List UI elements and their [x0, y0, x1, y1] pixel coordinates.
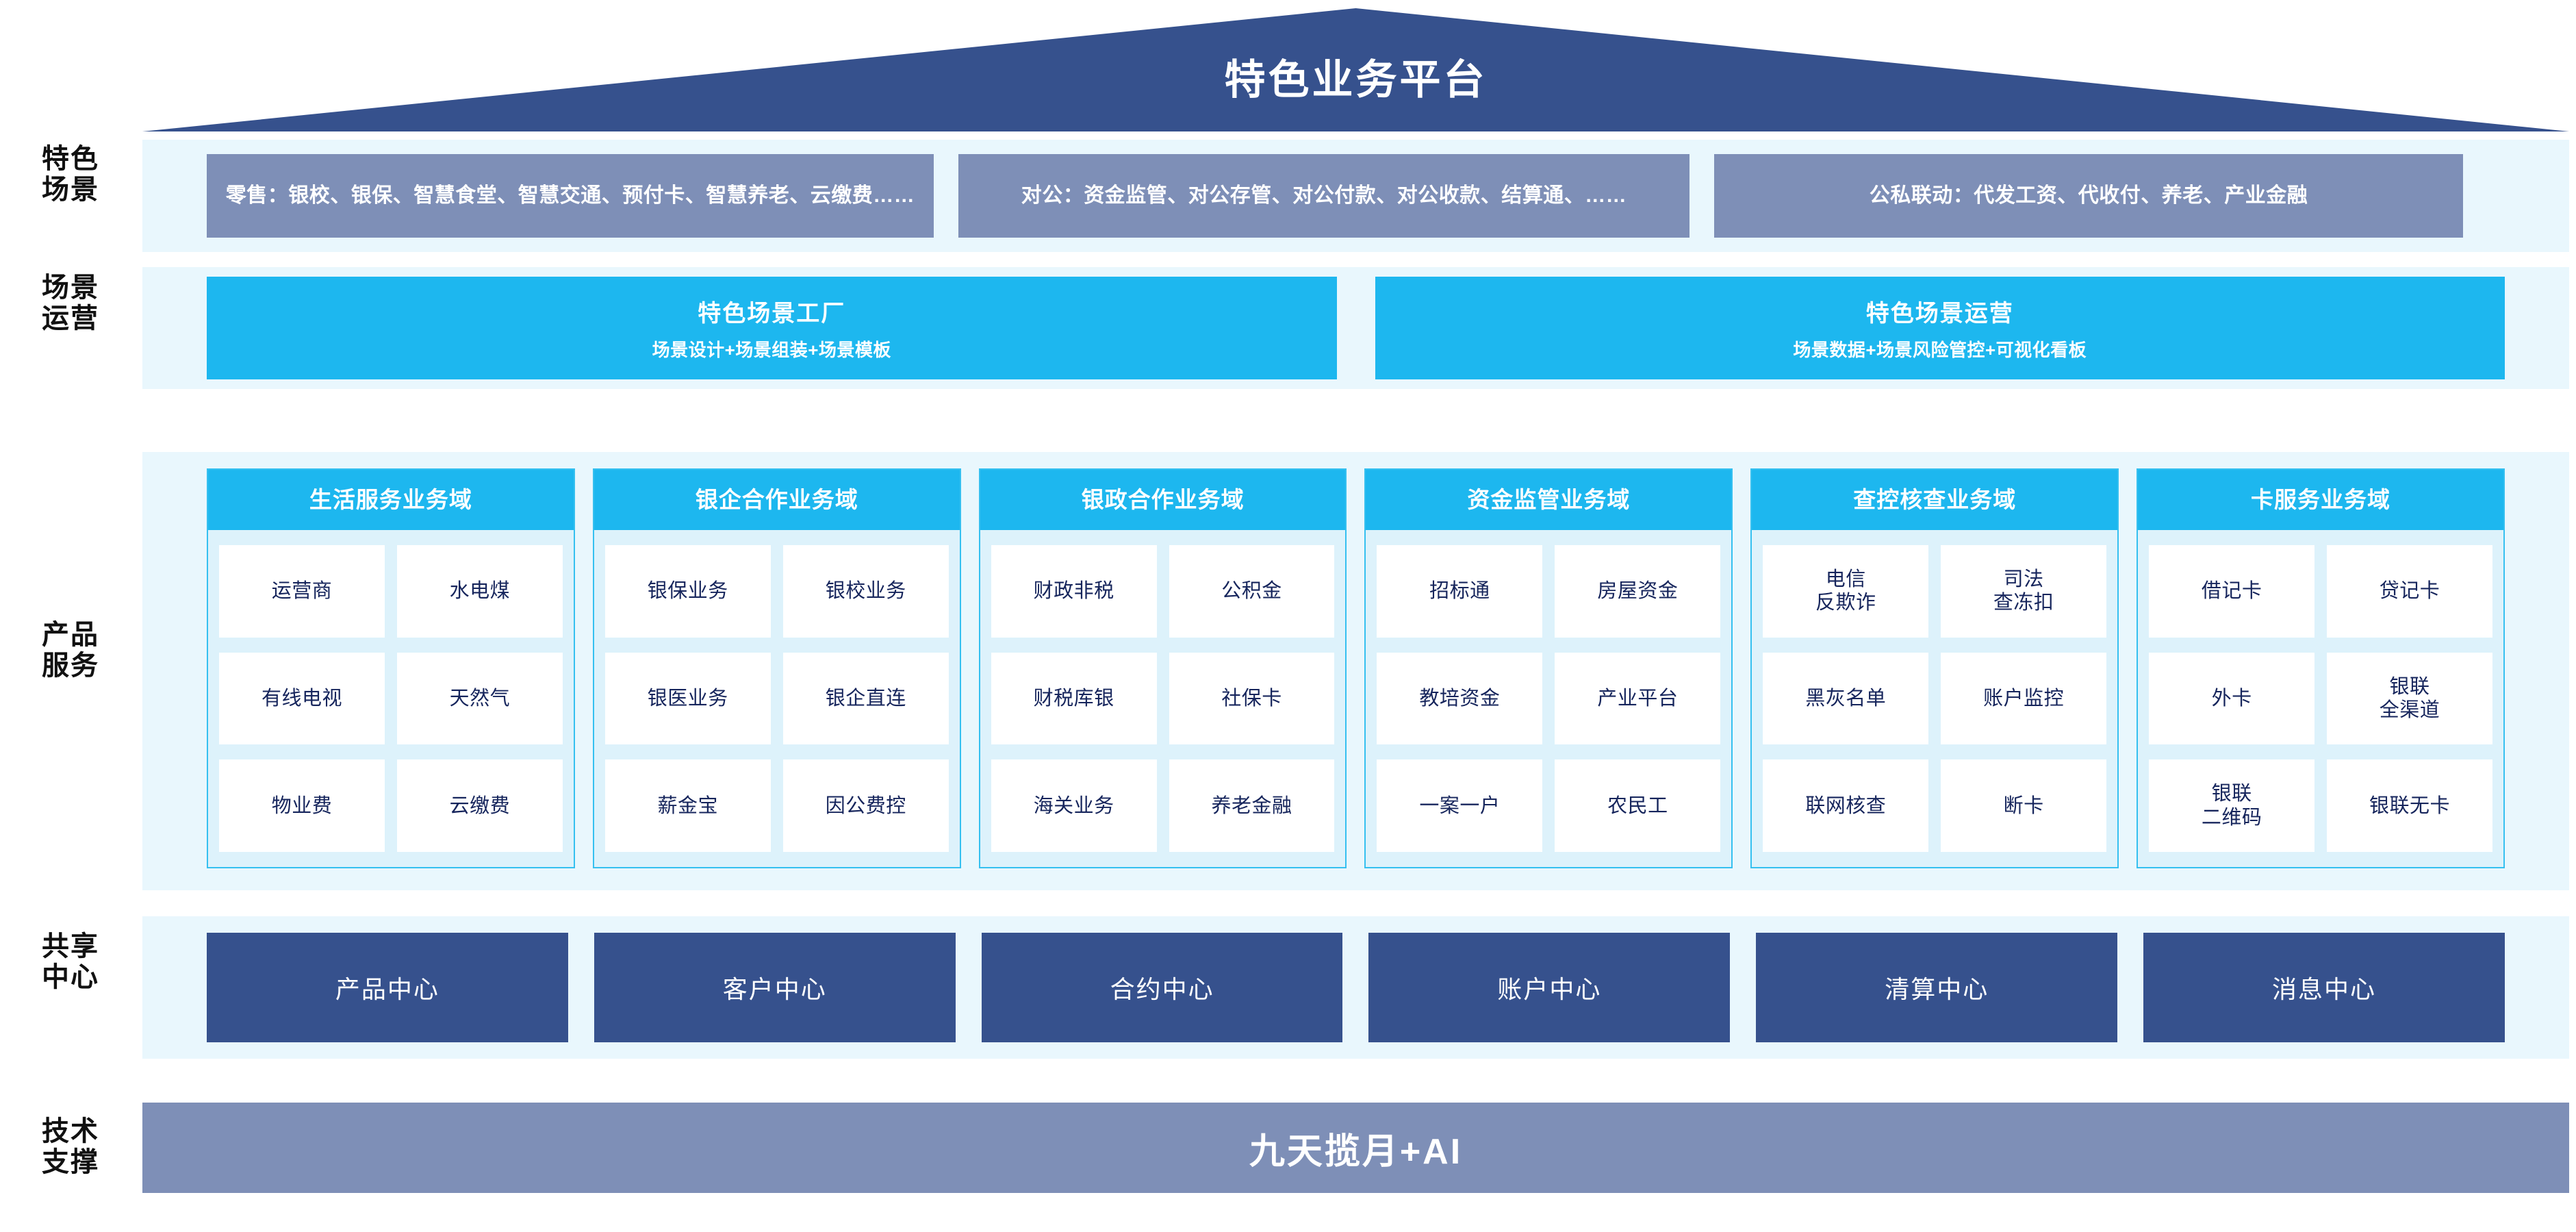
row-label-line-1: 技术 — [42, 1116, 99, 1146]
domain-item[interactable]: 招标通 — [1377, 545, 1543, 638]
domain-title: 查控核查业务域 — [1752, 470, 2118, 530]
center-box-clearing[interactable]: 清算中心 — [1756, 933, 2118, 1042]
ops-subtitle: 场景设计+场景组装+场景模板 — [652, 340, 891, 360]
domain-item[interactable]: 银联无卡 — [2327, 759, 2492, 852]
domain-title: 银政合作业务域 — [980, 470, 1346, 530]
tech-support-label: 九天揽月+AI — [1249, 1131, 1463, 1172]
domain-item[interactable]: 借记卡 — [2149, 545, 2315, 638]
domain-title: 资金监管业务域 — [1366, 470, 1732, 530]
domain-item[interactable]: 有线电视 — [219, 652, 385, 745]
domain-title: 生活服务业务域 — [208, 470, 574, 530]
product-services-band: 生活服务业务域 运营商 水电煤 有线电视 天然气 物业费 云缴费 银企合作业务域… — [142, 452, 2569, 890]
domain-item[interactable]: 外卡 — [2149, 652, 2315, 745]
ops-subtitle: 场景数据+场景风险管控+可视化看板 — [1793, 340, 2087, 360]
scenario-operations-band: 特色场景工厂 场景设计+场景组装+场景模板 特色场景运营 场景数据+场景风险管控… — [142, 267, 2569, 389]
domain-item-grid: 招标通 房屋资金 教培资金 产业平台 一案一户 农民工 — [1366, 530, 1731, 867]
shared-centers-band: 产品中心 客户中心 合约中心 账户中心 清算中心 消息中心 — [142, 916, 2569, 1059]
domain-item[interactable]: 教培资金 — [1377, 652, 1543, 745]
domain-item[interactable]: 账户监控 — [1941, 652, 2107, 745]
row-label-scenario-operations: 场景 运营 — [0, 273, 141, 334]
domain-item[interactable]: 社保卡 — [1169, 652, 1335, 745]
domain-item[interactable]: 天然气 — [396, 652, 563, 745]
row-label-line-2: 支撑 — [42, 1146, 99, 1177]
domain-item[interactable]: 银医业务 — [604, 652, 771, 745]
domain-item[interactable]: 银企直连 — [782, 652, 949, 745]
row-label-line-2: 场景 — [42, 174, 99, 205]
domain-item[interactable]: 公积金 — [1169, 545, 1335, 638]
row-label-tech-support: 技术 支撑 — [0, 1116, 141, 1178]
domain-item[interactable]: 银保业务 — [604, 545, 771, 638]
row-label-shared-centers: 共享 中心 — [0, 931, 141, 993]
domain-item[interactable]: 因公费控 — [782, 759, 949, 852]
domain-item[interactable]: 银校业务 — [782, 545, 949, 638]
domain-item-grid: 运营商 水电煤 有线电视 天然气 物业费 云缴费 — [208, 530, 574, 867]
page-title: 特色业务平台 — [1224, 57, 1488, 103]
domain-item[interactable]: 海关业务 — [991, 759, 1157, 852]
center-box-product[interactable]: 产品中心 — [207, 933, 568, 1042]
feature-scenarios-row: 零售：银校、银保、智慧食堂、智慧交通、预付卡、智慧养老、云缴费…… 对公：资金监… — [142, 140, 2569, 252]
platform-roof-banner: 特色业务平台 — [142, 8, 2569, 131]
ops-title: 特色场景工厂 — [698, 301, 846, 327]
domain-item[interactable]: 农民工 — [1555, 759, 1721, 852]
row-label-line-2: 中心 — [42, 961, 99, 992]
domain-title: 卡服务业务域 — [2138, 470, 2503, 530]
domain-card-investigation-control[interactable]: 查控核查业务域 电信 反欺诈 司法 查冻扣 黑灰名单 账户监控 联网核查 断卡 — [1750, 468, 2119, 868]
product-services-row: 生活服务业务域 运营商 水电煤 有线电视 天然气 物业费 云缴费 银企合作业务域… — [142, 452, 2569, 890]
tech-support-band[interactable]: 九天揽月+AI — [142, 1103, 2569, 1193]
domain-item[interactable]: 财政非税 — [991, 545, 1157, 638]
domain-item[interactable]: 养老金融 — [1169, 759, 1335, 852]
scenario-box-corporate[interactable]: 对公：资金监管、对公存管、对公付款、对公收款、结算通、…… — [958, 154, 1689, 238]
row-label-product-services: 产品 服务 — [0, 620, 141, 681]
row-label-line-1: 特色 — [42, 144, 99, 174]
domain-item[interactable]: 联网核查 — [1763, 759, 1929, 852]
center-box-message[interactable]: 消息中心 — [2143, 933, 2505, 1042]
domain-item[interactable]: 电信 反欺诈 — [1763, 545, 1929, 638]
domain-item[interactable]: 黑灰名单 — [1763, 652, 1929, 745]
row-label-line-1: 场景 — [42, 273, 99, 303]
row-label-line-1: 共享 — [42, 931, 99, 961]
domain-title: 银企合作业务域 — [594, 470, 960, 530]
domain-card-bank-government[interactable]: 银政合作业务域 财政非税 公积金 财税库银 社保卡 海关业务 养老金融 — [978, 468, 1347, 868]
domain-item[interactable]: 薪金宝 — [604, 759, 771, 852]
domain-card-life-service[interactable]: 生活服务业务域 运营商 水电煤 有线电视 天然气 物业费 云缴费 — [207, 468, 575, 868]
row-label-line-2: 运营 — [42, 303, 99, 334]
domain-item[interactable]: 司法 查冻扣 — [1941, 545, 2107, 638]
domain-item[interactable]: 房屋资金 — [1555, 545, 1721, 638]
row-label-line-1: 产品 — [42, 620, 99, 650]
domain-item[interactable]: 银联 全渠道 — [2327, 652, 2492, 745]
scenario-box-linkage[interactable]: 公私联动：代发工资、代收付、养老、产业金融 — [1714, 154, 2463, 238]
domain-card-card-service[interactable]: 卡服务业务域 借记卡 贷记卡 外卡 银联 全渠道 银联 二维码 银联无卡 — [2137, 468, 2505, 868]
domain-item-grid: 电信 反欺诈 司法 查冻扣 黑灰名单 账户监控 联网核查 断卡 — [1752, 530, 2117, 867]
domain-card-fund-supervision[interactable]: 资金监管业务域 招标通 房屋资金 教培资金 产业平台 一案一户 农民工 — [1364, 468, 1733, 868]
row-label-feature-scenarios: 特色 场景 — [0, 144, 141, 205]
domain-item-grid: 借记卡 贷记卡 外卡 银联 全渠道 银联 二维码 银联无卡 — [2138, 530, 2503, 867]
domain-item[interactable]: 断卡 — [1941, 759, 2107, 852]
domain-item[interactable]: 财税库银 — [991, 652, 1157, 745]
row-label-rail: 特色 场景 场景 运营 产品 服务 共享 中心 技术 支撑 — [0, 0, 141, 1232]
ops-box-scene-operation[interactable]: 特色场景运营 场景数据+场景风险管控+可视化看板 — [1375, 277, 2505, 379]
center-box-contract[interactable]: 合约中心 — [981, 933, 1343, 1042]
domain-card-bank-enterprise[interactable]: 银企合作业务域 银保业务 银校业务 银医业务 银企直连 薪金宝 因公费控 — [592, 468, 961, 868]
domain-item[interactable]: 水电煤 — [396, 545, 563, 638]
ops-box-scene-factory[interactable]: 特色场景工厂 场景设计+场景组装+场景模板 — [207, 277, 1337, 379]
center-box-account[interactable]: 账户中心 — [1368, 933, 1731, 1042]
domain-item[interactable]: 物业费 — [219, 759, 385, 852]
scenario-operations-row: 特色场景工厂 场景设计+场景组装+场景模板 特色场景运营 场景数据+场景风险管控… — [142, 267, 2569, 389]
domain-item-grid: 财政非税 公积金 财税库银 社保卡 海关业务 养老金融 — [980, 530, 1346, 867]
center-box-customer[interactable]: 客户中心 — [594, 933, 956, 1042]
shared-centers-row: 产品中心 客户中心 合约中心 账户中心 清算中心 消息中心 — [142, 916, 2569, 1059]
domain-item[interactable]: 运营商 — [219, 545, 385, 638]
scenario-box-retail[interactable]: 零售：银校、银保、智慧食堂、智慧交通、预付卡、智慧养老、云缴费…… — [207, 154, 934, 238]
domain-item[interactable]: 一案一户 — [1377, 759, 1543, 852]
domain-item[interactable]: 云缴费 — [396, 759, 563, 852]
row-label-line-2: 服务 — [42, 650, 99, 681]
feature-scenarios-band: 零售：银校、银保、智慧食堂、智慧交通、预付卡、智慧养老、云缴费…… 对公：资金监… — [142, 140, 2569, 252]
domain-item[interactable]: 贷记卡 — [2327, 545, 2492, 638]
domain-item-grid: 银保业务 银校业务 银医业务 银企直连 薪金宝 因公费控 — [594, 530, 960, 867]
domain-item[interactable]: 产业平台 — [1555, 652, 1721, 745]
ops-title: 特色场景运营 — [1865, 301, 2014, 327]
domain-item[interactable]: 银联 二维码 — [2149, 759, 2315, 852]
